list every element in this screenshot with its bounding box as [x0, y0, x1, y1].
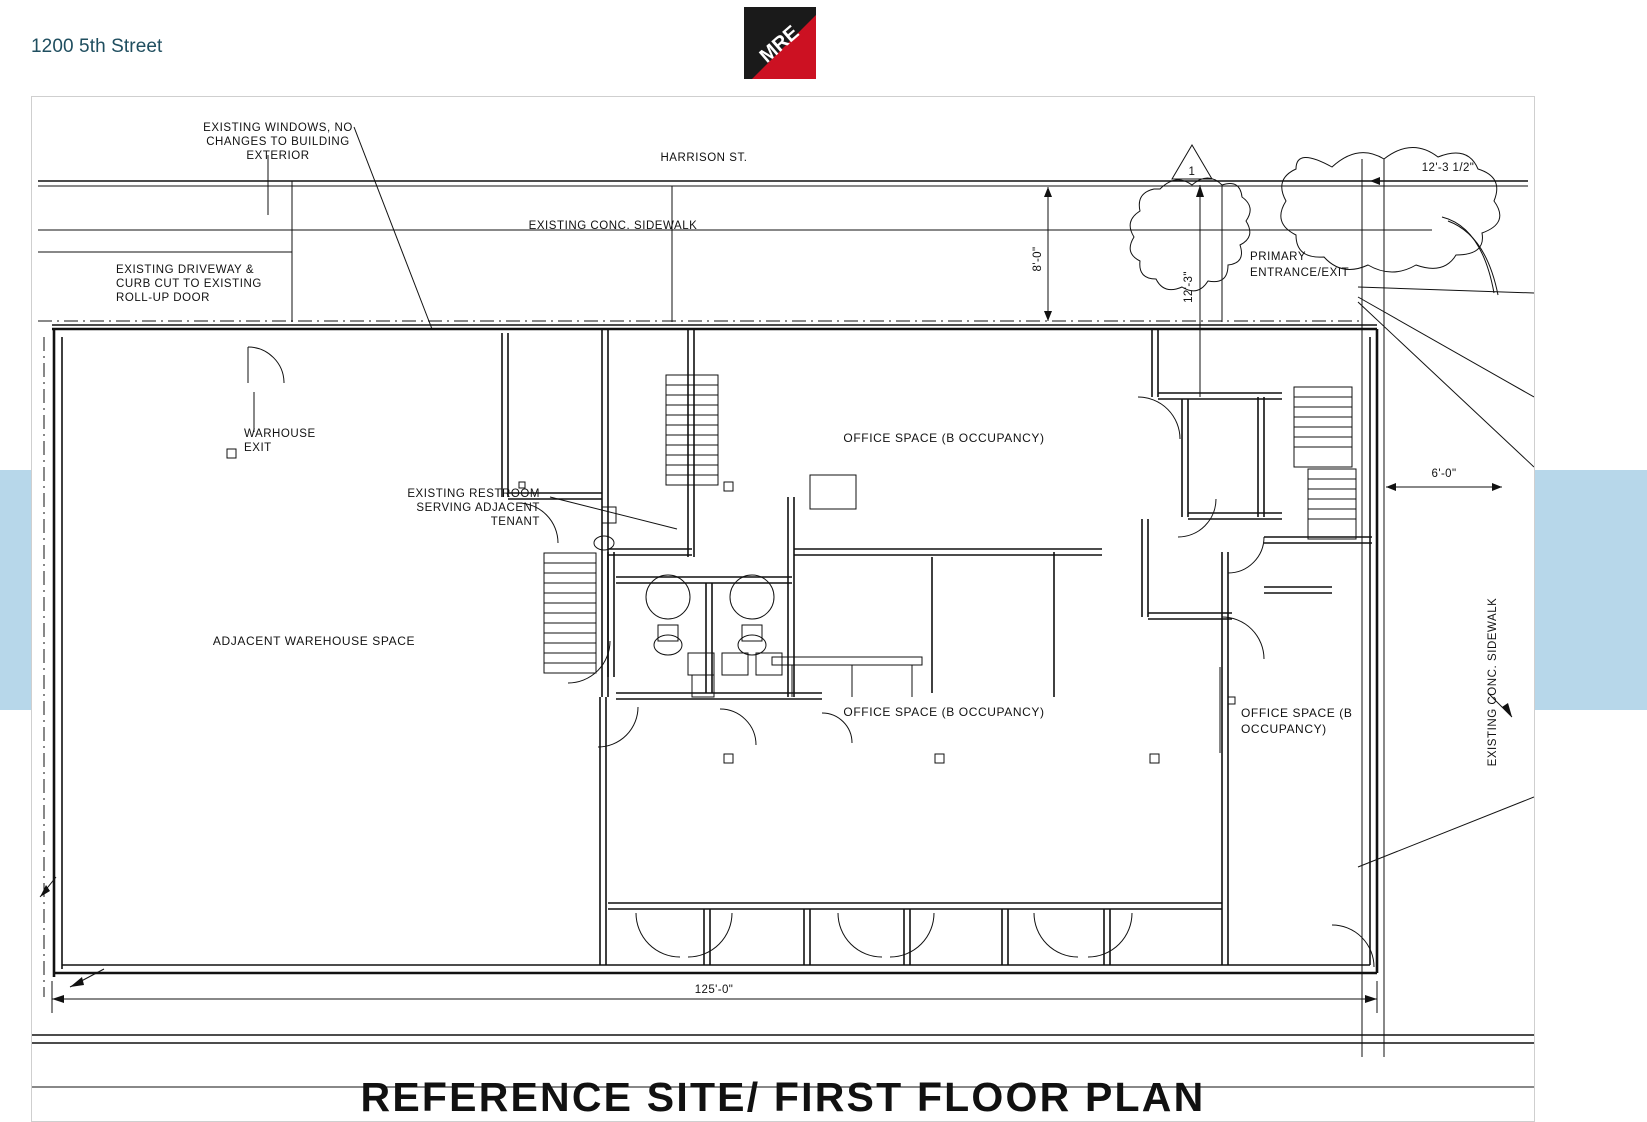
plumbing-fixtures [593, 474, 923, 698]
street-band [38, 159, 1528, 1057]
north-arrows [39, 692, 1513, 988]
annotation-windows: EXISTING WINDOWS, NO CHANGES TO BUILDING… [203, 122, 353, 162]
dim-tree-offset: 12'-3" [1183, 185, 1204, 397]
room-label-office-lower: OFFICE SPACE (B OCCUPANCY) [843, 705, 1044, 719]
mre-logo: MRE [740, 5, 836, 81]
dim-tree-offset-label: 12'-3" [1183, 271, 1195, 303]
room-label-office-upper: OFFICE SPACE (B OCCUPANCY) [843, 431, 1044, 445]
floor-plan-svg: 1 8'-0" 12'-3" 12'-3 1/2" 6'-0" 125'-0" [32, 122, 1534, 1088]
room-label-office-right: OFFICE SPACE (B OCCUPANCY) [1241, 706, 1352, 736]
tree-canopy-left [1129, 177, 1251, 292]
note-restroom-line3: TENANT [491, 516, 540, 528]
label-sidewalk-right: EXISTING CONC. SIDEWALK [1487, 598, 1499, 767]
tree-canopy-right [1280, 147, 1501, 296]
dim-canopy-width-label: 12'-3 1/2" [1422, 162, 1474, 174]
dim-sidewalk-right-label: 6'-0" [1432, 468, 1457, 480]
leader-lines [253, 126, 1534, 868]
annotation-driveway: EXISTING DRIVEWAY & CURB CUT TO EXISTING… [116, 264, 262, 304]
note-windows-line2: CHANGES TO BUILDING [206, 136, 350, 148]
revision-tag-label: 1 [1189, 166, 1196, 178]
note-warehouse-exit-line1: WARHOUSE [244, 428, 316, 440]
accent-bar-right [1532, 470, 1647, 710]
dim-building-width: 125'-0" [51, 981, 1378, 1013]
note-primary-entrance-line1: PRIMARY [1250, 251, 1306, 263]
label-sidewalk-top: EXISTING CONC. SIDEWALK [529, 220, 698, 232]
note-primary-entrance-line2: ENTRANCE/EXIT [1250, 267, 1349, 279]
annotation-warehouse-exit: WARHOUSE EXIT [244, 428, 316, 454]
dim-building-width-label: 125'-0" [695, 984, 734, 996]
dim-sidewalk-depth-label: 8'-0" [1032, 247, 1044, 272]
note-driveway-line2: CURB CUT TO EXISTING [116, 278, 262, 290]
note-restroom-line2: SERVING ADJACENT [416, 502, 540, 514]
annotation-primary-entrance: PRIMARY ENTRANCE/EXIT [1250, 251, 1349, 279]
note-driveway-line1: EXISTING DRIVEWAY & [116, 264, 254, 276]
note-windows-line3: EXTERIOR [246, 150, 309, 162]
dim-sidewalk-right: 6'-0" [1386, 468, 1502, 491]
annotation-restroom: EXISTING RESTROOM SERVING ADJACENT TENAN… [407, 488, 540, 528]
label-harrison-street: HARRISON ST. [660, 152, 747, 164]
door-swings [247, 346, 1375, 968]
interior-walls [501, 329, 1372, 965]
note-restroom-line1: EXISTING RESTROOM [407, 488, 540, 500]
note-windows-line1: EXISTING WINDOWS, NO [203, 122, 353, 134]
revision-tag-1: 1 [1171, 144, 1213, 180]
columns [226, 448, 1236, 764]
building-outline [38, 320, 1379, 997]
room-label-office-right-line1: OFFICE SPACE (B [1241, 706, 1352, 720]
dim-sidewalk-depth: 8'-0" [1032, 187, 1052, 321]
sheet-title: REFERENCE SITE/ FIRST FLOOR PLAN [360, 1074, 1206, 1120]
room-label-adjacent-warehouse: ADJACENT WAREHOUSE SPACE [213, 634, 415, 648]
accent-bar-left [0, 470, 32, 710]
floor-plan-drawing[interactable]: 1 8'-0" 12'-3" 12'-3 1/2" 6'-0" 125'-0" [31, 96, 1535, 1122]
dim-canopy-width: 12'-3 1/2" [1370, 162, 1528, 185]
page-title: 1200 5th Street [31, 36, 163, 57]
note-driveway-line3: ROLL-UP DOOR [116, 292, 210, 304]
note-warehouse-exit-line2: EXIT [244, 442, 272, 454]
mre-logo-icon: MRE [744, 7, 816, 79]
room-label-office-right-line2: OCCUPANCY) [1241, 722, 1327, 736]
stairs [543, 374, 1357, 674]
